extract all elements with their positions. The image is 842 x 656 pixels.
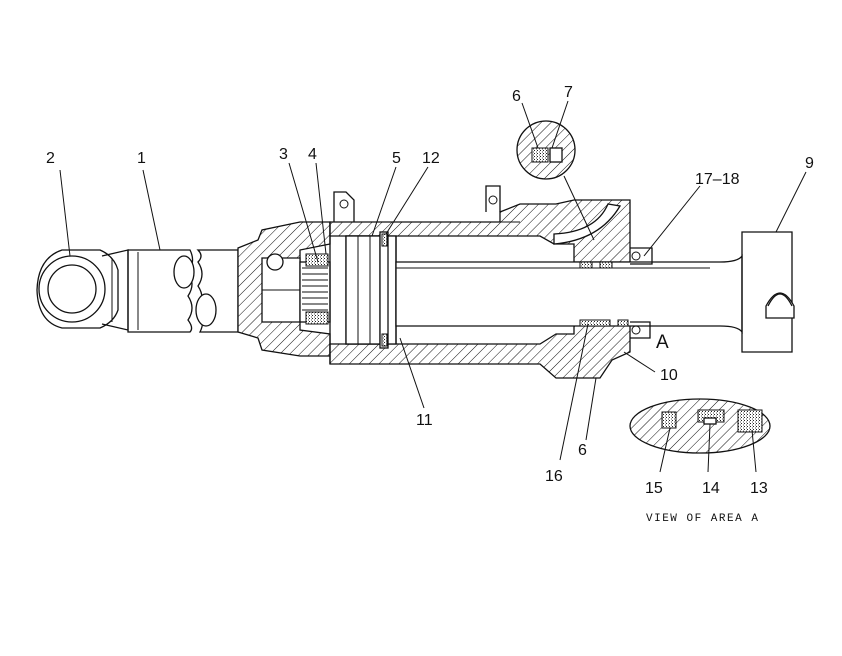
callout-6-top: 6 [512,88,521,105]
callout-3: 3 [279,146,288,163]
piston-retaining-nut [299,253,331,325]
callout-1: 1 [137,150,146,167]
callout-7: 7 [564,84,573,101]
callout-2: 2 [46,150,55,167]
seal-detail-top [516,120,595,241]
callout-9: 9 [805,155,814,172]
callout-6-bottom: 6 [578,442,587,459]
callout-10: 10 [660,367,678,384]
rod-end-clevis [741,231,795,353]
callout-12: 12 [422,150,440,167]
rod-tube-section [127,249,239,333]
gland-and-rod-seals [553,203,653,339]
callout-14: 14 [702,480,720,497]
area-a-marker: A [656,332,669,353]
callout-15: 15 [645,480,663,497]
rod-eye [36,249,129,331]
callout-13: 13 [750,480,768,497]
leader-lines [59,100,807,473]
callout-4: 4 [308,146,317,163]
area-a-detail [629,398,771,454]
callout-11: 11 [416,412,433,429]
detail-caption: VIEW OF AREA A [646,513,759,525]
callout-16: 16 [545,468,563,485]
head-end-cap [237,221,331,357]
cylinder-barrel [329,185,631,379]
piston-rod [395,253,743,335]
piston-assembly [345,231,397,349]
callout-5: 5 [392,150,401,167]
callout-17-18: 17–18 [695,171,740,188]
